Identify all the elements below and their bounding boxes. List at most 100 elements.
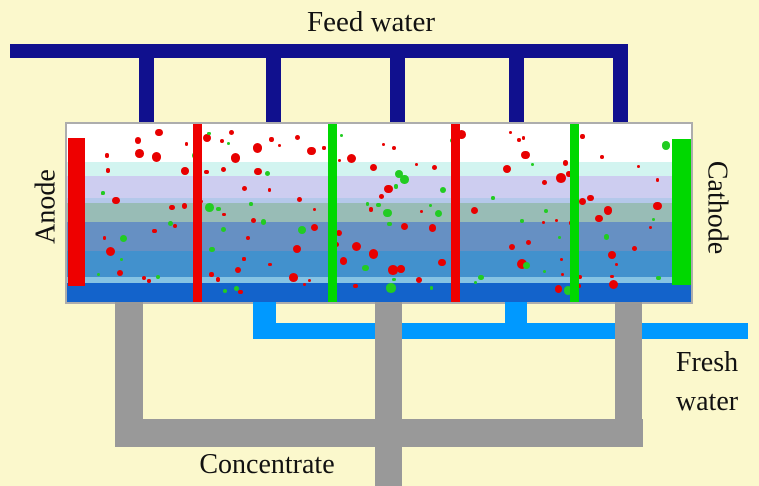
ion-dot-red — [655, 178, 659, 182]
ion-dot-red — [525, 240, 532, 246]
membrane-red-2 — [451, 124, 460, 302]
ion-dot-red — [419, 209, 424, 214]
ion-dot-red — [351, 241, 362, 252]
ion-dot-red — [554, 218, 559, 223]
concentrate-label: Concentrate — [199, 449, 335, 480]
membrane-green-1 — [328, 124, 337, 302]
ion-dot-red — [615, 263, 619, 267]
ion-dot-green — [97, 272, 101, 276]
ion-dot-red — [566, 171, 572, 177]
ion-dot-red — [303, 283, 307, 287]
ion-dot-red — [292, 245, 301, 254]
ion-dot-green — [558, 235, 562, 239]
ion-dot-green — [563, 286, 573, 295]
gradient-band-5 — [67, 203, 691, 222]
ion-dot-red — [400, 222, 408, 231]
concentrate-pipe — [115, 419, 643, 447]
ion-dot-red — [516, 259, 527, 270]
ion-dot-red — [636, 164, 640, 168]
gradient-band-4 — [67, 198, 691, 203]
ion-dot-green — [392, 277, 396, 281]
ion-dot-red — [416, 277, 423, 283]
ion-dot-red — [508, 243, 516, 251]
ion-dot-red — [457, 130, 467, 139]
ion-dot-green — [474, 280, 478, 284]
gradient-band-9 — [67, 283, 691, 302]
membrane-red-1 — [193, 124, 202, 302]
ion-dot-red — [222, 212, 226, 217]
ion-dot-red — [185, 142, 189, 146]
anode-label: Anode — [30, 169, 62, 244]
gradient-band-2 — [67, 162, 691, 176]
ion-dot-green — [155, 274, 161, 280]
ion-dot-green — [530, 163, 534, 167]
ion-dot-red — [470, 206, 479, 215]
ion-dot-red — [269, 137, 274, 142]
ion-dot-red — [209, 272, 214, 277]
fresh-water-label-line1: Fresh — [675, 347, 739, 378]
ion-dot-red — [117, 269, 124, 276]
ion-dot-red — [105, 168, 111, 173]
ion-dot-green — [208, 246, 215, 253]
ion-dot-red — [595, 214, 603, 222]
ion-dot-green — [168, 220, 173, 226]
ion-dot-red — [277, 143, 281, 147]
ion-dot-red — [649, 226, 653, 230]
ion-dot-red — [203, 133, 212, 143]
ion-dot-red — [369, 164, 377, 172]
gradient-band-1 — [67, 124, 691, 162]
ion-dot-red — [254, 167, 262, 176]
ion-dot-green — [216, 206, 222, 212]
fresh-water-pipe — [253, 323, 748, 339]
ion-dot-red — [172, 223, 178, 229]
ion-dot-green — [543, 270, 547, 274]
ion-dot-red — [242, 257, 246, 261]
ion-dot-red — [242, 185, 248, 191]
ion-dot-green — [386, 221, 392, 227]
ion-dot-red — [521, 136, 526, 140]
ion-dot-red — [289, 273, 298, 283]
ion-dot-red — [414, 162, 419, 167]
ion-dot-red — [388, 265, 398, 275]
ion-dot-red — [368, 249, 378, 259]
ion-dot-green — [233, 286, 240, 292]
ion-dot-green — [652, 218, 656, 222]
ion-dot-red — [228, 130, 234, 136]
ion-dot-green — [477, 274, 484, 281]
ion-dot-red — [353, 283, 358, 289]
ion-dot-red — [517, 138, 521, 142]
ion-dot-green — [661, 140, 671, 150]
ion-dot-red — [397, 264, 405, 273]
fresh-water-outlet-2 — [505, 302, 527, 323]
ion-dot-green — [429, 286, 434, 290]
feed-inlet-pipe-2 — [266, 57, 281, 123]
electrodialysis-tank — [65, 122, 693, 304]
ion-dot-green — [339, 133, 343, 138]
ion-dot-red — [104, 153, 110, 158]
ion-dot-red — [541, 221, 545, 225]
ion-dot-red — [503, 164, 512, 174]
feed-water-label: Feed water — [306, 6, 436, 38]
ion-dot-red — [346, 153, 357, 164]
ion-dot-red — [181, 167, 189, 175]
ion-dot-red — [105, 247, 115, 257]
ion-dot-green — [544, 209, 549, 214]
ion-dot-green — [383, 208, 392, 218]
ion-dot-red — [267, 188, 272, 192]
ion-dot-red — [632, 245, 637, 251]
ion-dot-red — [152, 228, 157, 234]
ion-dot-green — [520, 219, 524, 223]
feed-inlet-pipe-3 — [390, 57, 405, 123]
ion-dot-red — [251, 217, 257, 223]
ion-dot-red — [577, 274, 583, 279]
ion-dot-red — [112, 196, 120, 204]
ion-dot-red — [542, 180, 548, 186]
membrane-green-2 — [570, 124, 579, 302]
ion-dot-green — [365, 202, 370, 206]
ion-dot-red — [554, 285, 563, 293]
ion-dot-green — [120, 258, 124, 261]
ion-dot-green — [666, 144, 670, 148]
ion-dot-green — [376, 202, 381, 207]
ion-dot-red — [181, 202, 188, 209]
